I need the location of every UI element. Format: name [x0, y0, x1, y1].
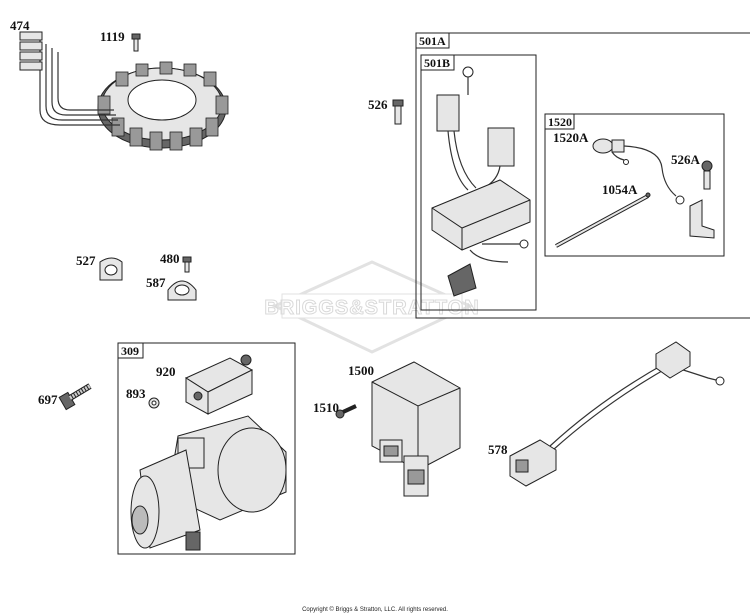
- label-1510: 1510: [313, 400, 339, 415]
- screw-480-part: [182, 256, 192, 273]
- box-501B-label: 501B: [424, 56, 450, 70]
- nut-893-part: [148, 397, 160, 409]
- screw-1510-part: [335, 404, 357, 419]
- label-527: 527: [76, 253, 96, 268]
- box-309: [117, 342, 296, 555]
- label-480: 480: [160, 251, 180, 266]
- ecu-module-1500-part: [371, 361, 461, 497]
- box-501A-label: 501A: [419, 34, 446, 48]
- box-1520-label: 1520: [548, 115, 572, 129]
- label-920: 920: [156, 364, 176, 379]
- box-1520: [544, 113, 725, 257]
- stator-part: [19, 31, 229, 151]
- copyright-notice: Copyright © Briggs & Stratton, LLC. All …: [302, 606, 448, 613]
- label-526: 526: [368, 97, 388, 112]
- box-309-label: 309: [121, 344, 139, 358]
- screw-526A-part: [701, 160, 713, 190]
- starter-motor-part: [130, 415, 287, 551]
- watermark-logo: BRIGGS&STRATTON: [264, 260, 479, 354]
- label-578: 578: [488, 442, 508, 457]
- box-501B: [420, 54, 537, 311]
- label-526A: 526A: [671, 152, 701, 167]
- ground-wire-1520A-part: [592, 138, 685, 205]
- cable-tie-1054A-part: [555, 192, 651, 248]
- box-309-tag: [117, 342, 144, 359]
- box-501A-tag: [415, 32, 450, 49]
- label-1500: 1500: [348, 363, 374, 378]
- screw-1119-part: [131, 33, 141, 52]
- regulator-harness-part: [431, 66, 531, 297]
- label-587: 587: [146, 275, 166, 290]
- clip-527-part: [99, 257, 123, 281]
- label-474: 474: [10, 18, 30, 33]
- label-893: 893: [126, 386, 146, 401]
- harness-578-part: [509, 341, 725, 487]
- screw-526-part: [392, 99, 404, 125]
- box-501A: [415, 32, 750, 319]
- label-697: 697: [38, 392, 58, 407]
- label-1520A: 1520A: [553, 130, 589, 145]
- label-1054A: 1054A: [602, 182, 638, 197]
- watermark-text: BRIGGS&STRATTON: [264, 297, 479, 319]
- box-501B-tag: [420, 54, 455, 71]
- bolt-697-part: [58, 383, 92, 411]
- solenoid-920-part: [184, 354, 254, 415]
- clamp-587-part: [167, 280, 197, 301]
- label-1119: 1119: [100, 29, 125, 44]
- bracket-part: [689, 199, 715, 239]
- box-1520-tag: [544, 113, 575, 130]
